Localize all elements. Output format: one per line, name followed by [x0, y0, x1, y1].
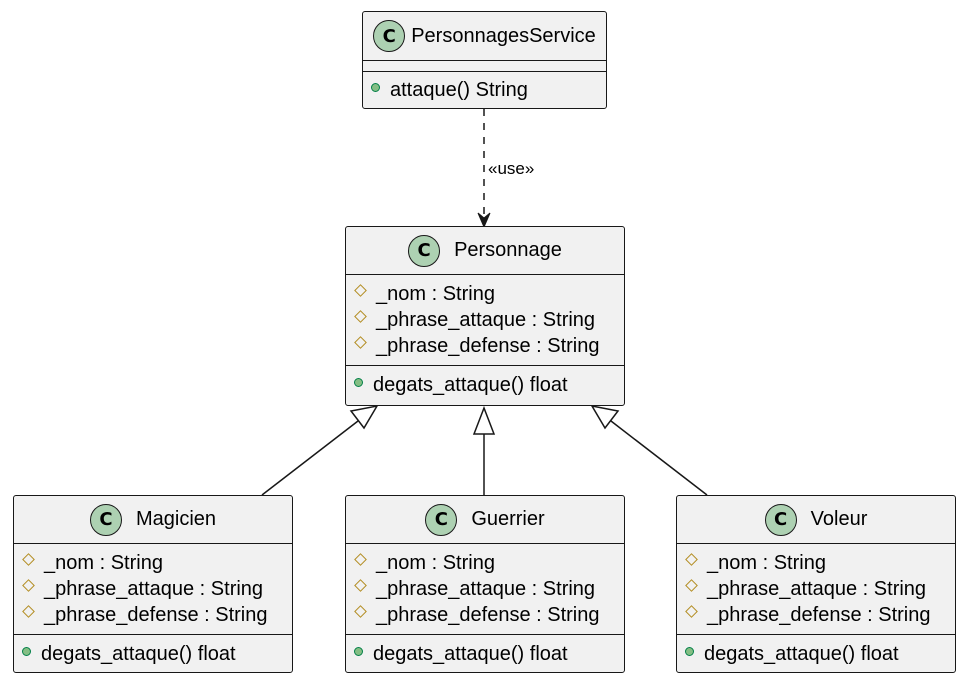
protected-visibility-icon — [354, 604, 367, 618]
voleur-inheritance-line — [610, 420, 708, 496]
method-signature: degats_attaque() float — [373, 643, 568, 665]
attribute-row: _phrase_defense : String — [354, 602, 624, 628]
attributes-section: _nom : String _phrase_attaque : String _… — [14, 543, 292, 634]
attribute-text: _nom : String — [707, 552, 826, 574]
attribute-text: _phrase_defense : String — [707, 604, 931, 626]
guerrier-inheritance-arrowhead — [472, 405, 496, 435]
method-signature: attaque() String — [390, 79, 528, 101]
method-signature: degats_attaque() float — [373, 374, 568, 396]
protected-visibility-icon — [22, 604, 35, 618]
class-icon: C — [373, 20, 406, 52]
protected-visibility-icon — [685, 604, 698, 618]
class-header: C PersonnagesService — [363, 12, 606, 60]
attribute-row: _nom : String — [354, 550, 624, 576]
method-row: degats_attaque() float — [354, 372, 624, 398]
class-voleur[interactable]: C Voleur _nom : String _phrase_attaque :… — [676, 495, 956, 673]
class-icon: C — [425, 503, 458, 536]
methods-section: degats_attaque() float — [346, 365, 624, 404]
attributes-section: _nom : String _phrase_attaque : String _… — [346, 543, 624, 634]
protected-visibility-icon — [685, 578, 698, 592]
protected-visibility-icon — [354, 552, 367, 566]
protected-visibility-icon — [354, 309, 367, 323]
public-visibility-icon — [685, 646, 694, 656]
method-row: degats_attaque() float — [354, 641, 624, 667]
class-name: Magicien — [135, 508, 217, 530]
magicien-inheritance-arrowhead — [349, 404, 379, 430]
attribute-text: _phrase_defense : String — [44, 604, 268, 626]
attribute-text: _phrase_attaque : String — [376, 578, 596, 600]
voleur-inheritance-arrowhead — [590, 404, 620, 430]
protected-visibility-icon — [354, 578, 367, 592]
class-guerrier[interactable]: C Guerrier _nom : String _phrase_attaque… — [345, 495, 625, 673]
public-visibility-icon — [354, 646, 363, 656]
attributes-section — [363, 60, 606, 71]
protected-visibility-icon — [22, 552, 35, 566]
methods-section: attaque() String — [363, 71, 606, 109]
attribute-text: _nom : String — [44, 552, 163, 574]
class-personnage[interactable]: C Personnage _nom : String _phrase_attaq… — [345, 226, 625, 406]
methods-section: degats_attaque() float — [677, 634, 955, 673]
attribute-text: _nom : String — [376, 552, 495, 574]
attribute-row: _phrase_attaque : String — [22, 576, 292, 602]
method-signature: degats_attaque() float — [704, 643, 899, 665]
class-header: C Personnage — [346, 227, 624, 274]
class-header: C Magicien — [14, 496, 292, 543]
attribute-text: _nom : String — [376, 283, 495, 305]
methods-section: degats_attaque() float — [14, 634, 292, 673]
class-name: Guerrier — [471, 508, 545, 530]
attribute-text: _phrase_attaque : String — [376, 309, 596, 331]
attribute-row: _phrase_defense : String — [354, 333, 624, 359]
method-signature: degats_attaque() float — [41, 643, 236, 665]
attribute-text: _phrase_attaque : String — [44, 578, 264, 600]
public-visibility-icon — [22, 646, 31, 656]
protected-visibility-icon — [685, 552, 698, 566]
method-row: attaque() String — [371, 77, 606, 103]
class-name: Voleur — [810, 508, 868, 530]
class-header: C Voleur — [677, 496, 955, 543]
public-visibility-icon — [371, 82, 380, 92]
class-name: PersonnagesService — [411, 24, 596, 47]
class-personnages-service[interactable]: C PersonnagesService attaque() String — [362, 11, 607, 109]
attributes-section: _nom : String _phrase_attaque : String _… — [346, 274, 624, 365]
method-row: degats_attaque() float — [685, 641, 955, 667]
attribute-row: _phrase_defense : String — [22, 602, 292, 628]
class-magicien[interactable]: C Magicien _nom : String _phrase_attaque… — [13, 495, 293, 673]
public-visibility-icon — [354, 377, 363, 387]
attribute-text: _phrase_attaque : String — [707, 578, 927, 600]
protected-visibility-icon — [22, 578, 35, 592]
class-name: Personnage — [454, 239, 562, 261]
attributes-section: _nom : String _phrase_attaque : String _… — [677, 543, 955, 634]
attribute-row: _nom : String — [22, 550, 292, 576]
attribute-row: _phrase_attaque : String — [354, 576, 624, 602]
method-row: degats_attaque() float — [22, 641, 292, 667]
magicien-inheritance-line — [261, 420, 359, 496]
methods-section: degats_attaque() float — [346, 634, 624, 673]
use-dependency-arrowhead — [477, 212, 491, 229]
class-icon: C — [408, 234, 441, 267]
protected-visibility-icon — [354, 335, 367, 349]
attribute-row: _phrase_defense : String — [685, 602, 955, 628]
attribute-row: _nom : String — [685, 550, 955, 576]
class-header: C Guerrier — [346, 496, 624, 543]
class-icon: C — [89, 503, 122, 536]
use-stereotype-label: «use» — [488, 159, 535, 178]
attribute-row: _nom : String — [354, 281, 624, 307]
attribute-row: _phrase_attaque : String — [354, 307, 624, 333]
protected-visibility-icon — [354, 283, 367, 297]
attribute-text: _phrase_defense : String — [376, 335, 600, 357]
attribute-text: _phrase_defense : String — [376, 604, 600, 626]
class-icon: C — [764, 503, 797, 536]
attribute-row: _phrase_attaque : String — [685, 576, 955, 602]
